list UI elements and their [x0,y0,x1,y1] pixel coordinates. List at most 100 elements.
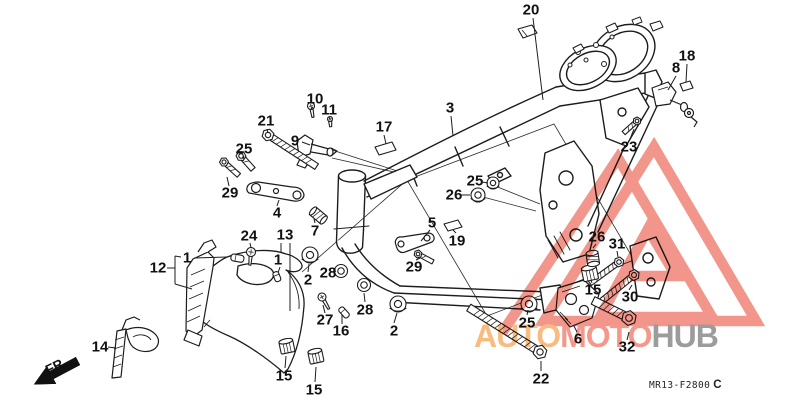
callout-leader [628,284,633,291]
callout-number: 26 [446,187,463,204]
callout-leader [328,116,331,120]
callout-leader [276,199,280,207]
callout-2: 2 [304,263,312,289]
tag-20 [518,25,537,38]
callout-number: 32 [619,339,636,356]
callout-number: 28 [320,265,337,282]
callout-number: 29 [406,259,423,276]
callout-15: 15 [276,355,292,385]
callout-1: 1 [274,252,282,269]
bolt-29b [413,249,435,266]
callout-leader [107,346,117,349]
callout-8: 8 [667,60,680,91]
callout-number: 3 [446,100,454,117]
callout-6: 6 [573,325,582,348]
callout-leader [242,155,245,160]
callout-30: 30 [622,284,639,306]
callout-leader [193,256,228,259]
callout-number: 8 [672,60,680,77]
callout-5: 5 [420,215,436,242]
callout-number: 11 [321,102,337,119]
callout-leader [266,128,269,134]
callout-leader [307,263,310,273]
callout-23: 23 [621,128,638,156]
callout-number: 21 [258,113,275,130]
callout-leader [314,366,317,383]
callout-18: 18 [679,48,696,83]
callout-number: 30 [622,289,639,306]
stay-14 [112,317,158,378]
stay-arm-5 [395,233,434,253]
fr-direction-arrow: FR. [33,354,81,385]
grommet-15a [278,337,295,354]
callout-4: 4 [273,199,282,222]
callout-25: 25 [467,173,489,190]
callout-number: 25 [236,141,253,158]
callout-leader [626,331,630,341]
seat-lock-8 [652,82,697,127]
tag-19 [444,220,462,231]
callout-leader [667,75,677,91]
bracket-12 [184,240,216,346]
callout-14: 14 [92,339,117,356]
callout-number: 24 [241,228,258,245]
callout-22: 22 [533,361,550,388]
callout-number: 23 [621,139,638,156]
grommet-2a [302,247,319,263]
callout-leader [629,128,635,140]
callout-number: 1 [274,252,282,269]
callout-leader [383,134,387,145]
tail-hoop-front [552,36,624,99]
hanger-arm-4 [247,182,304,201]
callout-leader [685,63,688,83]
callout-number: 16 [333,323,350,340]
callout-17: 17 [376,119,392,145]
callout-leader [592,243,597,249]
bolt-29a [218,156,242,179]
callout-leader [301,141,311,146]
callout-number: 7 [311,223,319,240]
callout-leader [284,355,287,369]
callout-leader [310,106,314,110]
tag-18 [680,81,693,91]
callout-31: 31 [609,236,625,258]
callout-leader [322,304,326,314]
callout-number: 9 [291,133,299,150]
callout-number: 4 [273,205,282,222]
callout-leader [333,270,337,273]
callout-27: 27 [317,304,334,329]
bolt-23 [621,115,642,135]
callout-number: 22 [533,371,550,388]
callout-3: 3 [446,100,454,137]
callout-21: 21 [258,113,275,134]
callout-leader [526,309,529,316]
harness-clips [568,17,663,67]
callout-number: 1 [183,250,191,267]
callout-number: 15 [585,282,602,299]
callout-28: 28 [320,265,337,282]
callout-number: 14 [92,339,109,356]
callout-20: 20 [523,2,544,101]
pin-16 [338,306,350,319]
callout-leader [481,181,489,184]
callout-number: 18 [679,48,696,65]
collar-7 [308,206,328,225]
callout-number: 27 [317,312,334,329]
callout-number: 25 [467,173,484,190]
callout-leader [363,292,366,303]
callout-24: 24 [241,228,258,249]
callout-leader [415,257,421,261]
callout-number: 19 [449,233,466,250]
callout-number: 28 [357,302,374,319]
pin-1b [272,271,281,283]
callout-number: 12 [150,260,167,277]
callout-number: 2 [304,272,312,289]
callout-number: 26 [589,229,606,246]
callout-number: 6 [574,331,582,348]
callout-26: 26 [446,187,470,204]
callout-29: 29 [406,257,423,276]
callout-11: 11 [321,102,337,120]
callout-leader [452,229,457,234]
callout-13: 13 [277,227,294,244]
